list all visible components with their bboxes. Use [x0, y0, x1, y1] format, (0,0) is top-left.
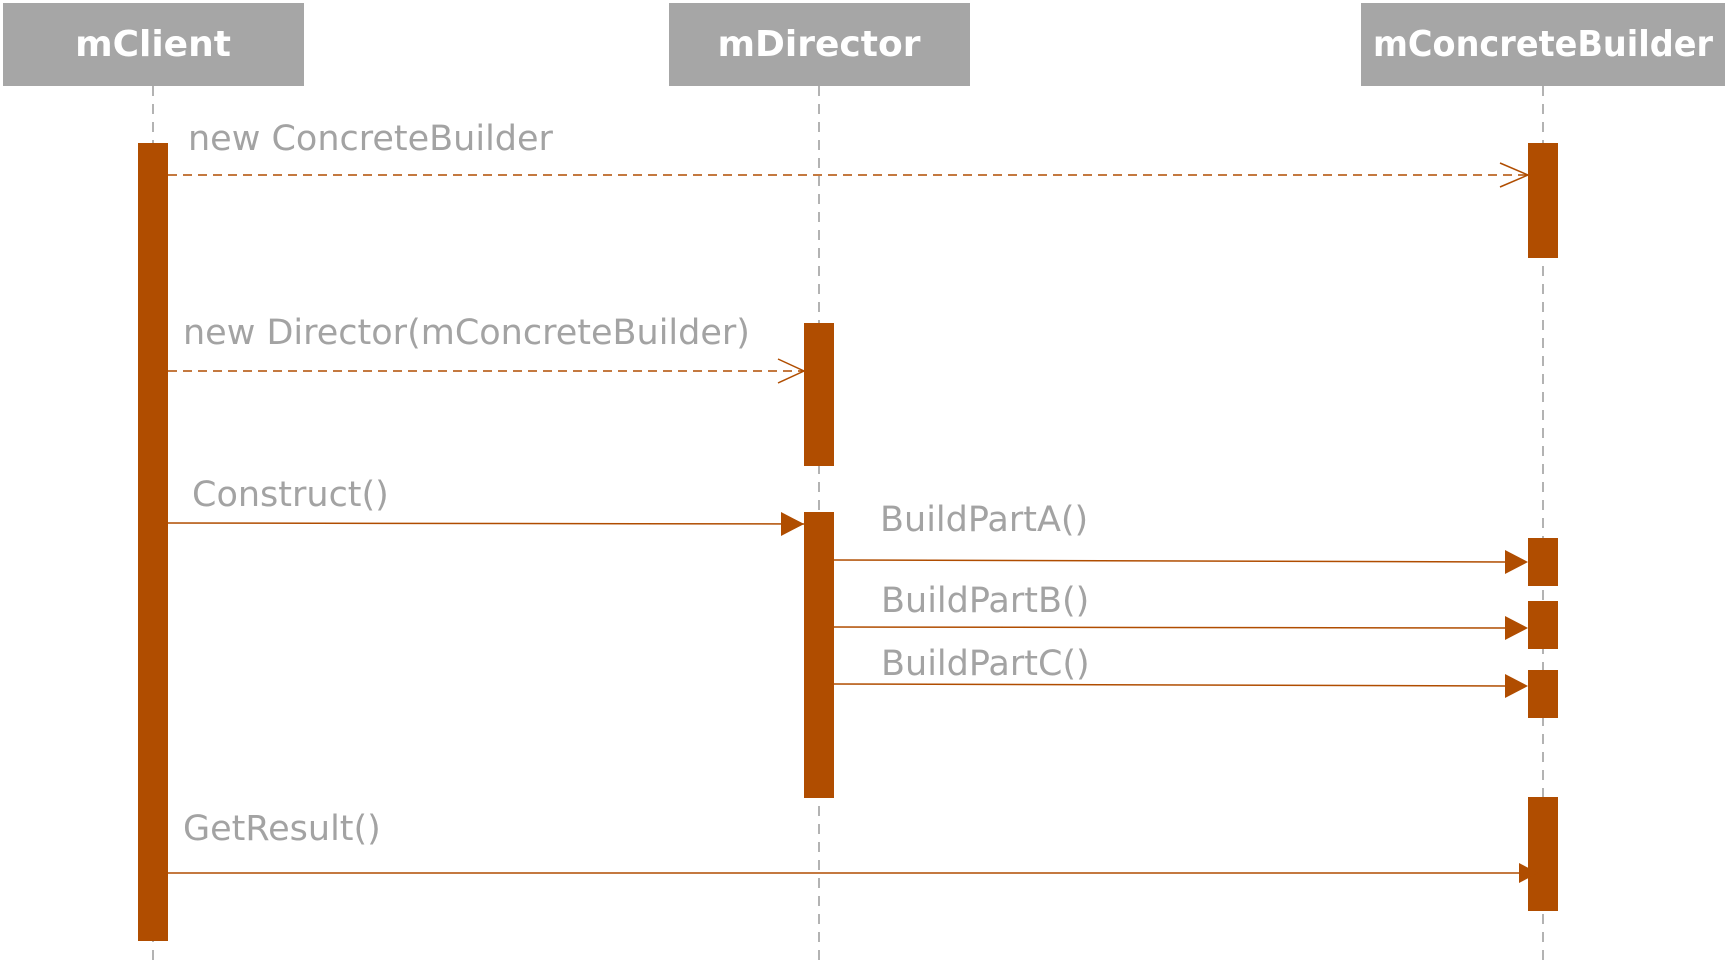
activation-builder-part-a	[1528, 538, 1558, 586]
activation-director-create	[804, 323, 834, 466]
activation-builder-part-c	[1528, 670, 1558, 718]
message-build-part-b: BuildPartB()	[833, 581, 1528, 640]
participant-director[interactable]: mDirector	[669, 3, 970, 86]
message-line	[833, 683, 1506, 687]
filled-arrowhead-icon	[1519, 863, 1538, 883]
message-new-concrete-builder: new ConcreteBuilder	[168, 119, 1530, 188]
participant-name: mConcreteBuilder	[1373, 24, 1713, 65]
message-label: GetResult()	[183, 809, 381, 849]
open-arrowhead-icon	[1499, 162, 1530, 188]
message-label: BuildPartA()	[880, 500, 1088, 540]
message-build-part-a: BuildPartA()	[833, 500, 1528, 574]
activation-builder-create	[1528, 143, 1558, 258]
activation-director-construct	[804, 512, 834, 798]
message-label: new ConcreteBuilder	[188, 119, 554, 159]
message-line	[833, 626, 1506, 629]
open-arrowhead-icon	[777, 358, 806, 384]
message-build-part-c: BuildPartC()	[833, 644, 1528, 698]
message-new-director: new Director(mConcreteBuilder)	[168, 313, 806, 384]
filled-arrowhead-icon	[1505, 616, 1528, 640]
participant-name: mClient	[75, 24, 231, 65]
participant-header-box	[3, 3, 304, 86]
activation-builder-result	[1528, 797, 1558, 911]
message-label: BuildPartC()	[881, 644, 1090, 684]
filled-arrowhead-icon	[1505, 674, 1528, 698]
message-line	[833, 559, 1506, 563]
filled-arrowhead-icon	[781, 512, 804, 536]
message-label: BuildPartB()	[881, 581, 1089, 621]
message-label: Construct()	[192, 475, 389, 515]
participant-client[interactable]: mClient	[3, 3, 304, 86]
message-label: new Director(mConcreteBuilder)	[183, 313, 750, 353]
participant-builder[interactable]: mConcreteBuilder	[1361, 3, 1725, 86]
message-construct: Construct()	[167, 475, 805, 536]
message-get-result: GetResult()	[168, 809, 1538, 883]
filled-arrowhead-icon	[1505, 550, 1528, 574]
message-line	[167, 518, 805, 529]
participant-header-box	[1361, 3, 1725, 86]
participant-name: mDirector	[718, 24, 921, 65]
participant-header-box	[669, 3, 970, 86]
activation-client	[138, 143, 168, 941]
activation-builder-part-b	[1528, 601, 1558, 649]
